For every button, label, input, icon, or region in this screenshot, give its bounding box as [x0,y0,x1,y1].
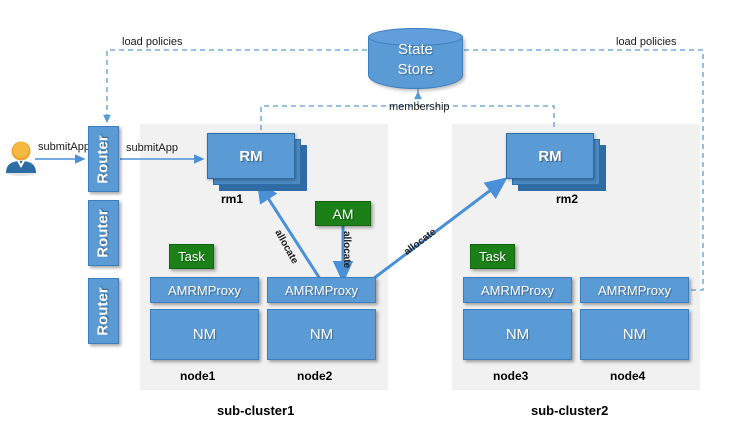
node1-name-label: node1 [180,369,216,383]
router-3-label: Router [95,286,112,336]
node3-amrmproxy[interactable]: AMRMProxy [463,277,572,303]
am-box[interactable]: AM [315,201,371,226]
subcluster1-label: sub-cluster1 [217,403,295,418]
rm1-label: RM [207,133,295,179]
node3-name-label: node3 [493,369,529,383]
node2-amrmproxy[interactable]: AMRMProxy [267,277,376,303]
node3-task[interactable]: Task [470,244,515,269]
membership-label: membership [389,101,450,113]
node3-nm-label: NM [505,326,530,343]
node3-task-label: Task [479,249,506,264]
rm1-name-label: rm1 [221,192,244,206]
state-store[interactable]: State Store [368,28,463,90]
node4-amrmproxy[interactable]: AMRMProxy [580,277,689,303]
node1-nm[interactable]: NM [150,309,259,360]
node1-task-label: Task [178,249,205,264]
node1-nm-label: NM [192,326,217,343]
state-store-line2: Store [397,61,434,78]
node2-name-label: node2 [297,369,333,383]
node1-amrmproxy-label: AMRMProxy [168,282,241,298]
subcluster2-label: sub-cluster2 [531,403,609,418]
router-2-label: Router [95,208,112,258]
state-store-line1: State [397,41,434,58]
load-policies-right-label: load policies [616,36,677,48]
rm1-stack[interactable]: RM [207,133,311,191]
state-store-top [368,28,463,46]
rm2-stack[interactable]: RM [506,133,610,191]
router-2[interactable]: Router [88,200,119,266]
router-3[interactable]: Router [88,278,119,344]
node1-amrmproxy[interactable]: AMRMProxy [150,277,259,303]
am-label: AM [332,205,354,222]
load-policies-left-label: load policies [122,36,183,48]
rm2-label: RM [506,133,594,179]
router-1[interactable]: Router [88,126,119,192]
node1-task[interactable]: Task [169,244,214,269]
node3-amrmproxy-label: AMRMProxy [481,282,554,298]
node4-amrmproxy-label: AMRMProxy [598,282,671,298]
node4-nm-label: NM [622,326,647,343]
submitapp-user-label: submitApp [38,141,90,153]
node4-nm[interactable]: NM [580,309,689,360]
allocate-label-3: allocate [402,226,439,258]
user-icon [4,140,38,176]
node2-nm[interactable]: NM [267,309,376,360]
node2-amrmproxy-label: AMRMProxy [285,282,358,298]
allocate-label-2: allocate [341,231,352,269]
node4-name-label: node4 [610,369,646,383]
node3-nm[interactable]: NM [463,309,572,360]
submitapp-router-label: submitApp [126,142,178,154]
node2-nm-label: NM [309,326,334,343]
router-1-label: Router [95,134,112,184]
rm2-name-label: rm2 [556,192,579,206]
state-store-label: State Store [368,40,463,80]
